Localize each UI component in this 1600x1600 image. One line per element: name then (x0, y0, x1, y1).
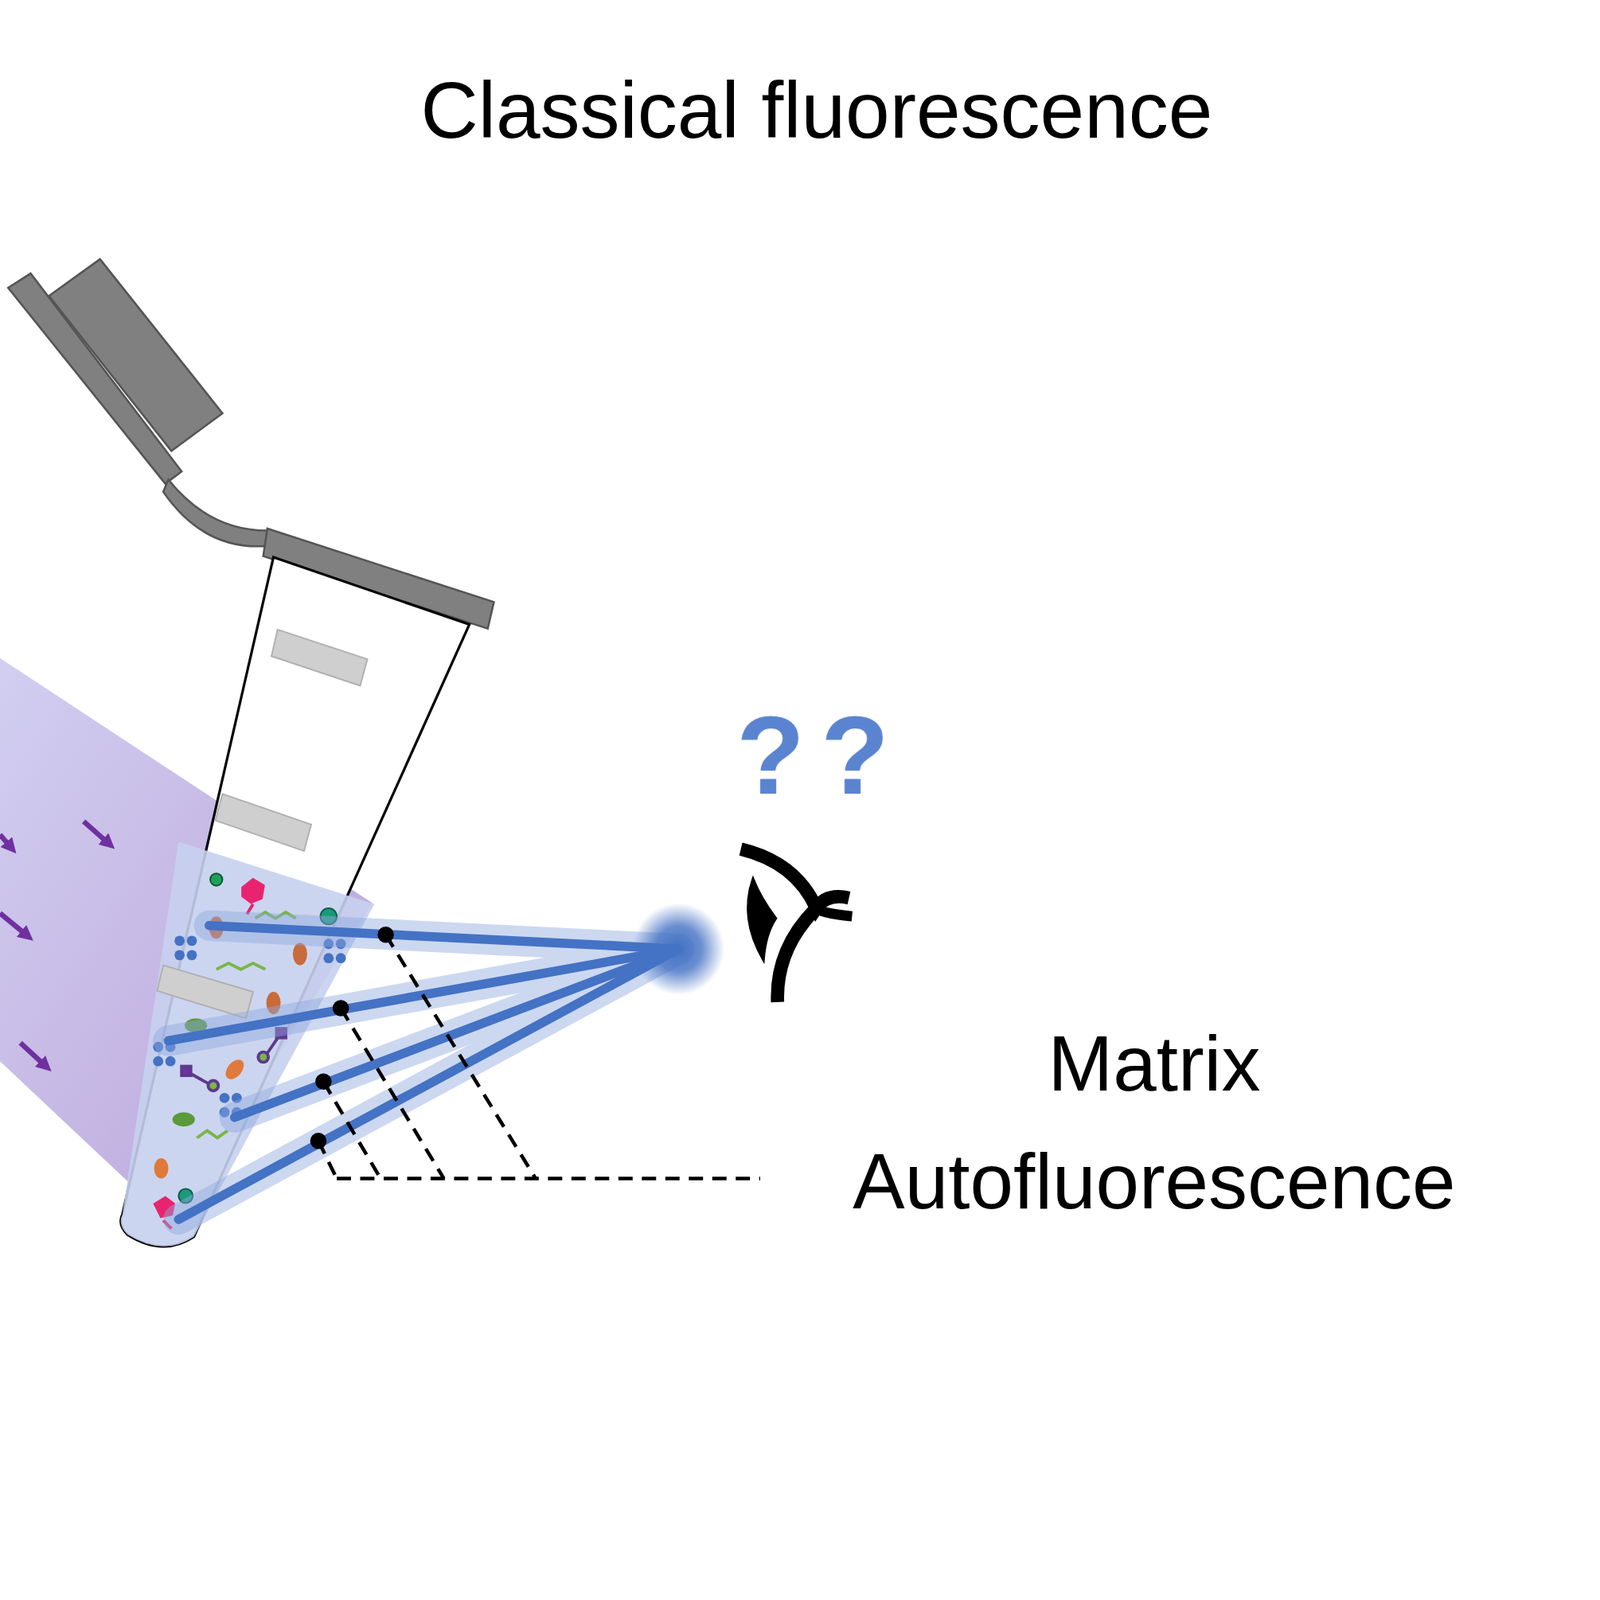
autofluorescence-leaders (318, 934, 761, 1179)
autofluorescence-dots (310, 926, 395, 1149)
eye-symbol (741, 849, 853, 1003)
question-mark: ? (820, 694, 890, 817)
excitation-arrows (0, 821, 110, 1068)
tube-lid (7, 259, 494, 629)
callout-label: Matrix Autofluorescence (847, 1004, 1461, 1241)
emission-rays-glow (168, 925, 680, 1220)
emission-focus (632, 902, 725, 995)
emission-rays (168, 925, 680, 1220)
diagram-title: Classical fluorescence (421, 62, 1214, 158)
tube-marks (156, 629, 367, 1019)
question-mark: ? (736, 694, 805, 817)
